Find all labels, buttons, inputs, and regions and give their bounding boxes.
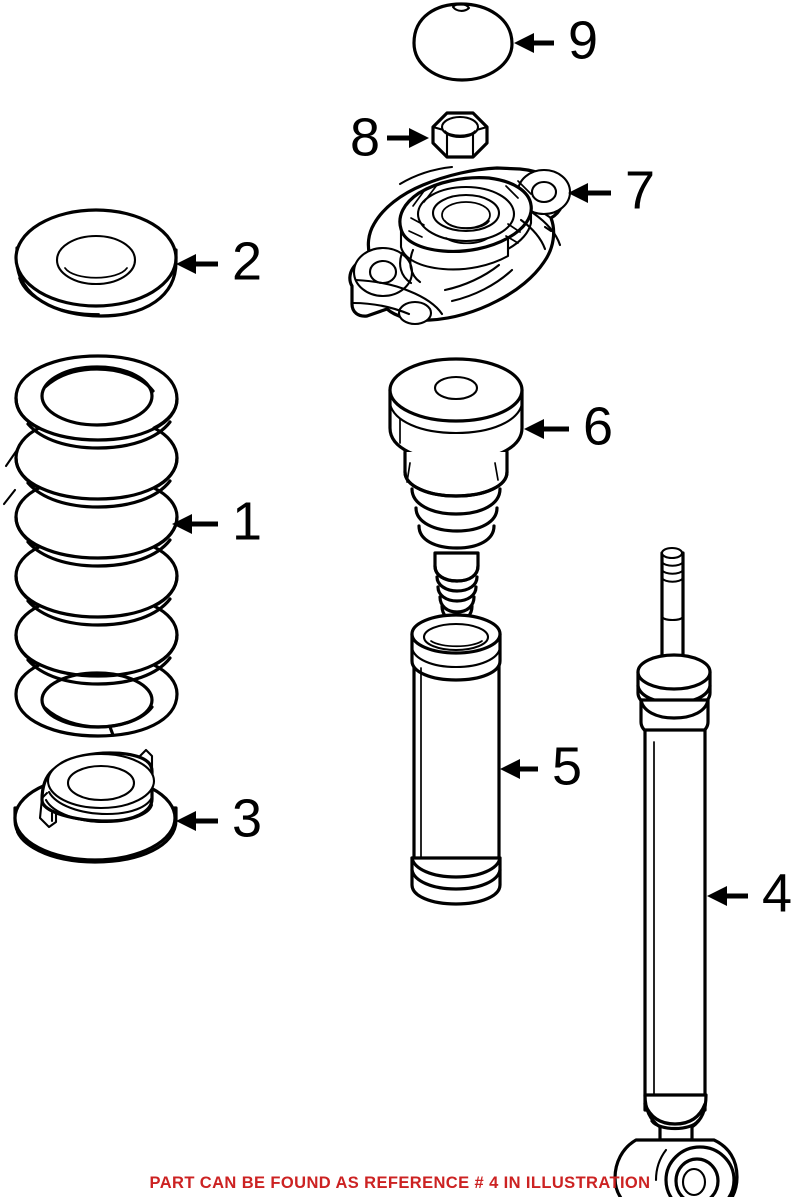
- callout-9-arrowhead: [514, 33, 534, 53]
- part-8-hex-nut: [431, 111, 489, 159]
- callout-9-label: 9: [568, 10, 598, 70]
- part-4-shock-absorber: [613, 546, 739, 1197]
- callout-5: 5: [500, 736, 582, 796]
- callout-1: 1: [172, 491, 262, 551]
- part-6-bump-stop: [388, 357, 524, 623]
- callout-1-label: 1: [232, 491, 262, 551]
- part-2-upper-spring-seat: [14, 208, 178, 318]
- callout-3-label: 3: [232, 788, 262, 848]
- reference-note: PART CAN BE FOUND AS REFERENCE # 4 IN IL…: [149, 1174, 651, 1192]
- callout-3: 3: [176, 788, 262, 848]
- callout-5-arrowhead: [500, 759, 520, 779]
- part-5-dust-tube: [410, 613, 502, 906]
- part-9-dome-cap: [412, 2, 514, 82]
- callout-6-arrowhead: [524, 419, 544, 439]
- callout-1-arrowhead: [172, 514, 192, 534]
- callout-4-label: 4: [762, 863, 792, 923]
- callout-5-label: 5: [552, 736, 582, 796]
- callout-4-arrowhead: [707, 886, 727, 906]
- callout-2-label: 2: [232, 231, 262, 291]
- part-7-strut-mount: [348, 165, 572, 326]
- callout-4: 4: [707, 863, 792, 923]
- callout-8-label: 8: [350, 107, 380, 167]
- callout-7: 7: [568, 160, 655, 220]
- callout-7-label: 7: [625, 160, 655, 220]
- callout-3-arrowhead: [176, 811, 196, 831]
- part-3-lower-spring-seat: [13, 748, 178, 864]
- part-1-coil-spring: [2, 354, 179, 738]
- callout-2-arrowhead: [176, 254, 196, 274]
- callout-8: 8: [350, 107, 429, 167]
- callout-9: 9: [514, 10, 598, 70]
- callout-6-label: 6: [583, 396, 613, 456]
- callout-2: 2: [176, 231, 262, 291]
- callout-6: 6: [524, 396, 613, 456]
- callout-8-arrowhead: [409, 128, 429, 148]
- callout-7-arrowhead: [568, 183, 588, 203]
